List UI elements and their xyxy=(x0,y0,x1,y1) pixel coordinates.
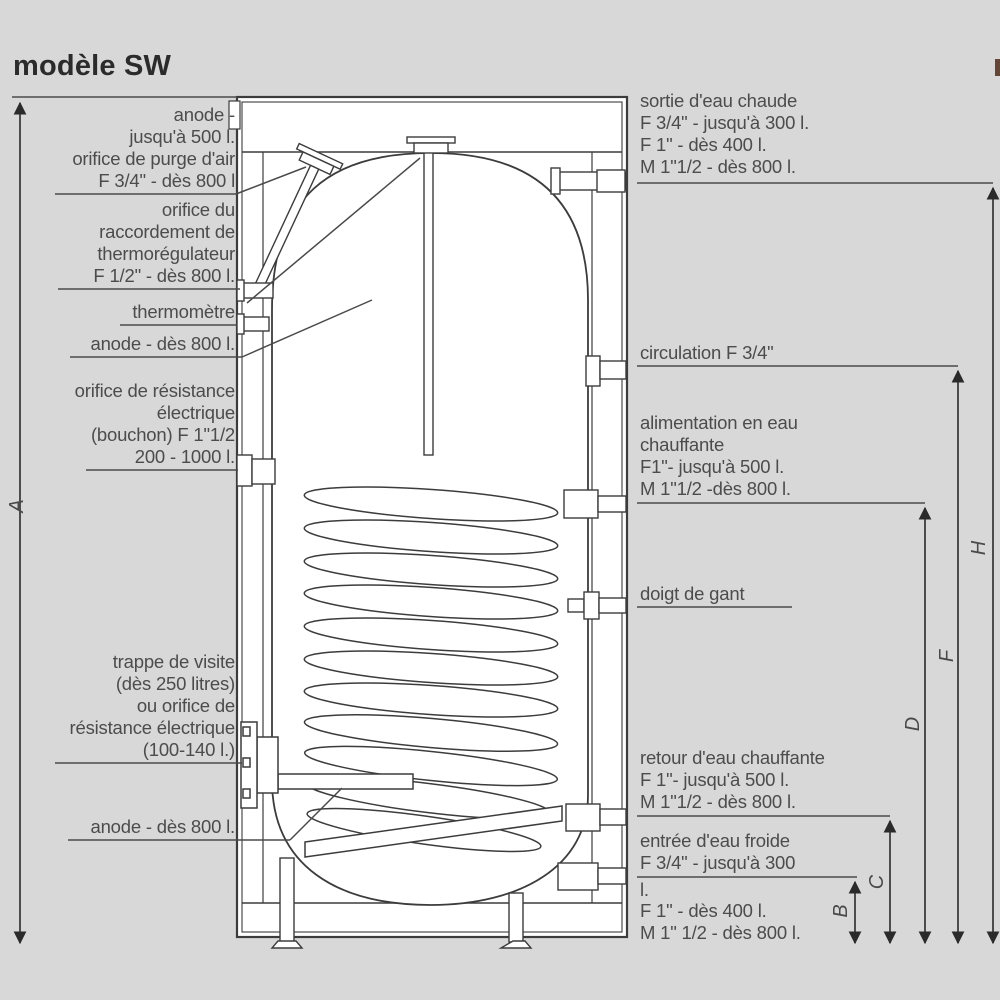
page-title: modèle SW xyxy=(13,50,172,82)
left-fittings xyxy=(236,279,276,487)
right-fittings xyxy=(550,167,627,891)
sensor-pocket xyxy=(567,598,585,613)
label-thermoregulateur: orifice du raccordement de thermorégulat… xyxy=(93,199,235,286)
label-resistance: orifice de résistance électrique (boucho… xyxy=(74,380,236,467)
dimension-letter-c: C xyxy=(865,874,888,890)
heater-port-boss xyxy=(251,458,276,485)
dimension-letter-b: B xyxy=(829,904,852,918)
leader-lines xyxy=(12,96,993,878)
dimension-letter-h: H xyxy=(967,540,990,556)
label-entree-2: l. xyxy=(640,879,649,900)
dimension-letter-d: D xyxy=(901,716,924,732)
label-retour: retour d'eau chauffante F 1"- jusqu'à 50… xyxy=(640,747,825,812)
heater-port-flange xyxy=(236,454,253,487)
label-circulation: circulation F 3/4" xyxy=(640,342,774,363)
dimension-letter-f: F xyxy=(935,649,958,663)
label-entree-1: entrée d'eau froide F 3/4" - jusqu'à 300 xyxy=(640,830,796,873)
label-anode-purge: anode - jusqu'à 500 l. orifice de purge … xyxy=(72,104,235,191)
label-trappe: trappe de visite (dès 250 litres) ou ori… xyxy=(69,651,236,760)
heating-supply-port xyxy=(563,489,599,519)
label-anode-800-haut: anode - dès 800 l. xyxy=(90,333,235,354)
label-alimentation: alimentation en eau chauffante F1"- jusq… xyxy=(640,412,798,499)
label-doigt-de-gant: doigt de gant xyxy=(640,583,745,604)
page-edge-artifact xyxy=(995,59,1000,76)
label-anode-800-bas: anode - dès 800 l. xyxy=(90,816,235,837)
thermoregulator-tube xyxy=(406,136,456,456)
circulation-port xyxy=(585,355,601,387)
dimension-letter-a: A xyxy=(5,499,28,513)
label-thermometre: thermomètre xyxy=(132,301,235,322)
cold-water-inlet xyxy=(557,862,599,891)
heating-return-port xyxy=(565,803,601,832)
label-sortie-eau-chaude: sortie d'eau chaude F 3/4" - jusqu'à 300… xyxy=(640,90,810,177)
inspection-hatch xyxy=(240,721,414,809)
dimension-lines xyxy=(13,101,1000,945)
tank-legs xyxy=(270,857,533,949)
label-entree-3: F 1" - dès 400 l. M 1" 1/2 - dès 800 l. xyxy=(640,900,801,943)
